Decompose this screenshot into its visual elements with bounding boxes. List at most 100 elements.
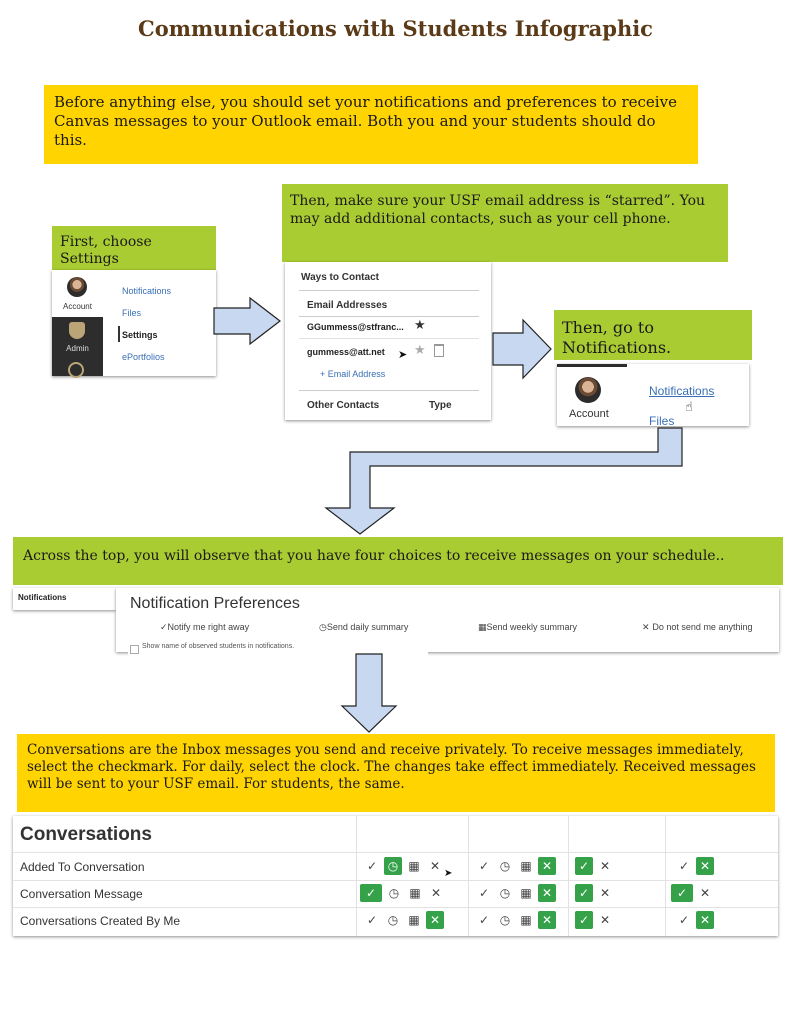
prefs-heading: Notification Preferences bbox=[130, 595, 300, 612]
x-icon[interactable]: ✕ bbox=[599, 886, 611, 900]
arrow-right-1 bbox=[213, 296, 281, 346]
active-bar bbox=[557, 364, 627, 367]
step5-box: Conversations are the Inbox messages you… bbox=[17, 734, 775, 812]
admin-nav-item[interactable]: Admin bbox=[52, 317, 103, 357]
x-icon[interactable]: ✕ bbox=[699, 886, 711, 900]
check-icon[interactable]: ✓ bbox=[366, 913, 378, 927]
clock-icon[interactable]: ◷ bbox=[499, 913, 511, 927]
clock-icon[interactable]: ◷ bbox=[384, 857, 402, 875]
opt-none-label: Do not send me anything bbox=[652, 622, 753, 632]
shield-icon bbox=[69, 322, 85, 339]
cursor-icon: ➤ bbox=[398, 348, 408, 361]
pref-cell: ✓ ◷ ▦ ✕ bbox=[475, 857, 556, 875]
row-label: Conversations Created By Me bbox=[20, 914, 181, 928]
x-icon[interactable]: ✕ bbox=[696, 857, 714, 875]
files-link[interactable]: Files bbox=[649, 414, 675, 426]
notifications-screenshot: Account Notifications ☝ Files bbox=[557, 364, 749, 426]
x-icon[interactable]: ✕ bbox=[538, 857, 556, 875]
x-icon[interactable]: ✕ bbox=[599, 913, 611, 927]
pref-cell: ✓✕ bbox=[575, 911, 614, 929]
calendar-icon[interactable]: ▦ bbox=[409, 886, 421, 900]
account-label: Account bbox=[569, 408, 609, 420]
star-icon[interactable]: ★ bbox=[414, 343, 426, 358]
check-icon[interactable]: ✓ bbox=[575, 884, 593, 902]
observed-checkbox[interactable] bbox=[130, 645, 139, 654]
check-icon[interactable]: ✓ bbox=[360, 884, 382, 902]
trash-icon[interactable] bbox=[434, 344, 444, 357]
step1-label: First, choose Settings bbox=[60, 234, 152, 267]
divider bbox=[665, 816, 666, 936]
hand-cursor-icon: ☝ bbox=[685, 400, 693, 415]
check-icon[interactable]: ✓ bbox=[478, 913, 490, 927]
divider bbox=[356, 816, 357, 936]
row-label: Conversation Message bbox=[20, 887, 143, 901]
calendar-icon[interactable]: ▦ bbox=[408, 859, 420, 873]
x-icon: ✕ bbox=[642, 623, 653, 633]
x-icon[interactable]: ✕ bbox=[599, 859, 611, 873]
calendar-icon[interactable]: ▦ bbox=[408, 913, 420, 927]
menu-notifications[interactable]: Notifications bbox=[122, 286, 172, 296]
pref-cell: ✓ ◷ ▦ ✕ bbox=[475, 884, 556, 902]
step3-label: Then, go to Notifications. bbox=[562, 318, 672, 357]
step3-label-box: Then, go to Notifications. bbox=[554, 310, 752, 360]
divider bbox=[13, 880, 778, 881]
pref-cell: ✓ ◷ ▦ ✕ bbox=[363, 857, 444, 875]
menu-files[interactable]: Files bbox=[122, 308, 142, 318]
clock-icon: ◷ bbox=[319, 623, 327, 633]
x-icon[interactable]: ✕ bbox=[426, 911, 444, 929]
check-icon[interactable]: ✓ bbox=[575, 911, 593, 929]
dashboard-icon[interactable] bbox=[68, 362, 84, 378]
menu-settings[interactable]: Settings bbox=[122, 330, 158, 340]
divider bbox=[299, 338, 479, 339]
x-icon[interactable]: ✕ bbox=[429, 859, 441, 873]
observed-row: Show name of observed students in notifi… bbox=[128, 643, 428, 657]
star-filled-icon[interactable]: ★ bbox=[414, 318, 426, 333]
observed-label: Show name of observed students in notifi… bbox=[142, 643, 295, 650]
check-icon[interactable]: ✓ bbox=[678, 859, 690, 873]
divider bbox=[13, 852, 778, 853]
check-icon[interactable]: ✓ bbox=[478, 859, 490, 873]
notifications-link[interactable]: Notifications bbox=[649, 384, 715, 398]
calendar-icon[interactable]: ▦ bbox=[520, 859, 532, 873]
add-email-link[interactable]: + Email Address bbox=[320, 369, 386, 379]
conversations-table: Conversations Added To Conversation Conv… bbox=[13, 816, 778, 936]
account-nav-item[interactable]: Account bbox=[52, 270, 103, 317]
prefs-side-screenshot: Notifications bbox=[13, 588, 116, 610]
pref-cell: ✓✕ bbox=[675, 911, 714, 929]
x-icon[interactable]: ✕ bbox=[696, 911, 714, 929]
check-icon[interactable]: ✓ bbox=[678, 913, 690, 927]
x-icon[interactable]: ✕ bbox=[538, 884, 556, 902]
contacts-screenshot: Ways to Contact Email Addresses GGummess… bbox=[285, 262, 491, 420]
calendar-icon[interactable]: ▦ bbox=[520, 913, 532, 927]
type-heading: Type bbox=[429, 400, 452, 411]
check-icon[interactable]: ✓ bbox=[575, 857, 593, 875]
clock-icon[interactable]: ◷ bbox=[499, 886, 511, 900]
arrow-right-2 bbox=[492, 318, 552, 380]
side-notifications-label: Notifications bbox=[18, 593, 67, 602]
check-icon[interactable]: ✓ bbox=[478, 886, 490, 900]
pref-cell: ✓✕ bbox=[675, 857, 714, 875]
check-icon[interactable]: ✓ bbox=[671, 884, 693, 902]
email-secondary: gummess@att.net bbox=[307, 347, 385, 357]
settings-screenshot: Account Admin Notifications Files Settin… bbox=[52, 270, 216, 378]
opt-daily: ◷Send daily summary bbox=[319, 622, 408, 633]
pref-cell: ✓ ◷ ▦ ✕ bbox=[360, 884, 445, 902]
opt-daily-label: Send daily summary bbox=[326, 622, 409, 632]
pref-cell: ✓✕ bbox=[575, 857, 614, 875]
divider bbox=[468, 816, 469, 936]
calendar-icon[interactable]: ▦ bbox=[520, 886, 532, 900]
check-icon[interactable]: ✓ bbox=[366, 859, 378, 873]
cursor-icon: ➤ bbox=[444, 868, 453, 879]
avatar bbox=[67, 277, 87, 297]
x-icon[interactable]: ✕ bbox=[430, 886, 442, 900]
x-icon[interactable]: ✕ bbox=[538, 911, 556, 929]
step2-label: Then, make sure your USF email address i… bbox=[290, 193, 706, 227]
email-heading: Email Addresses bbox=[307, 300, 388, 311]
opt-weekly-label: Send weekly summary bbox=[486, 622, 578, 632]
clock-icon[interactable]: ◷ bbox=[499, 859, 511, 873]
clock-icon[interactable]: ◷ bbox=[387, 913, 399, 927]
divider bbox=[299, 316, 479, 317]
menu-eportfolios[interactable]: ePortfolios bbox=[122, 352, 165, 362]
step1-label-box: First, choose Settings bbox=[52, 226, 216, 270]
clock-icon[interactable]: ◷ bbox=[388, 886, 400, 900]
